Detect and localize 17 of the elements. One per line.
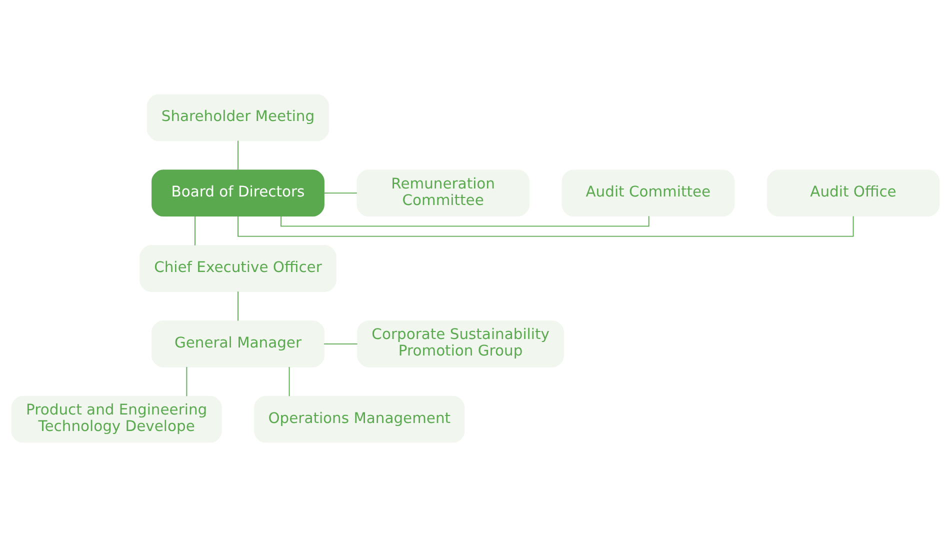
connector [324, 342, 358, 344]
node-box: Audit Office [766, 169, 940, 216]
connector [324, 192, 358, 194]
node-box: Chief Executive Officer [140, 244, 336, 292]
connector [194, 215, 196, 246]
node-box: Operations Management [254, 395, 465, 442]
node-box: Board of Directors [152, 169, 324, 216]
connector [288, 366, 290, 396]
node-box: Product and Engineering Technology Develope [11, 395, 222, 442]
node-box: General Manager [152, 320, 324, 367]
node-box: Audit Committee [562, 169, 735, 216]
node-box: Shareholder Meeting [146, 94, 330, 141]
connector [186, 366, 188, 396]
connector [280, 215, 650, 226]
node-box: Remuneration Committee [356, 169, 530, 216]
node-box: Corporate Sustainability Promotion Group [357, 320, 564, 367]
connector [238, 215, 854, 236]
